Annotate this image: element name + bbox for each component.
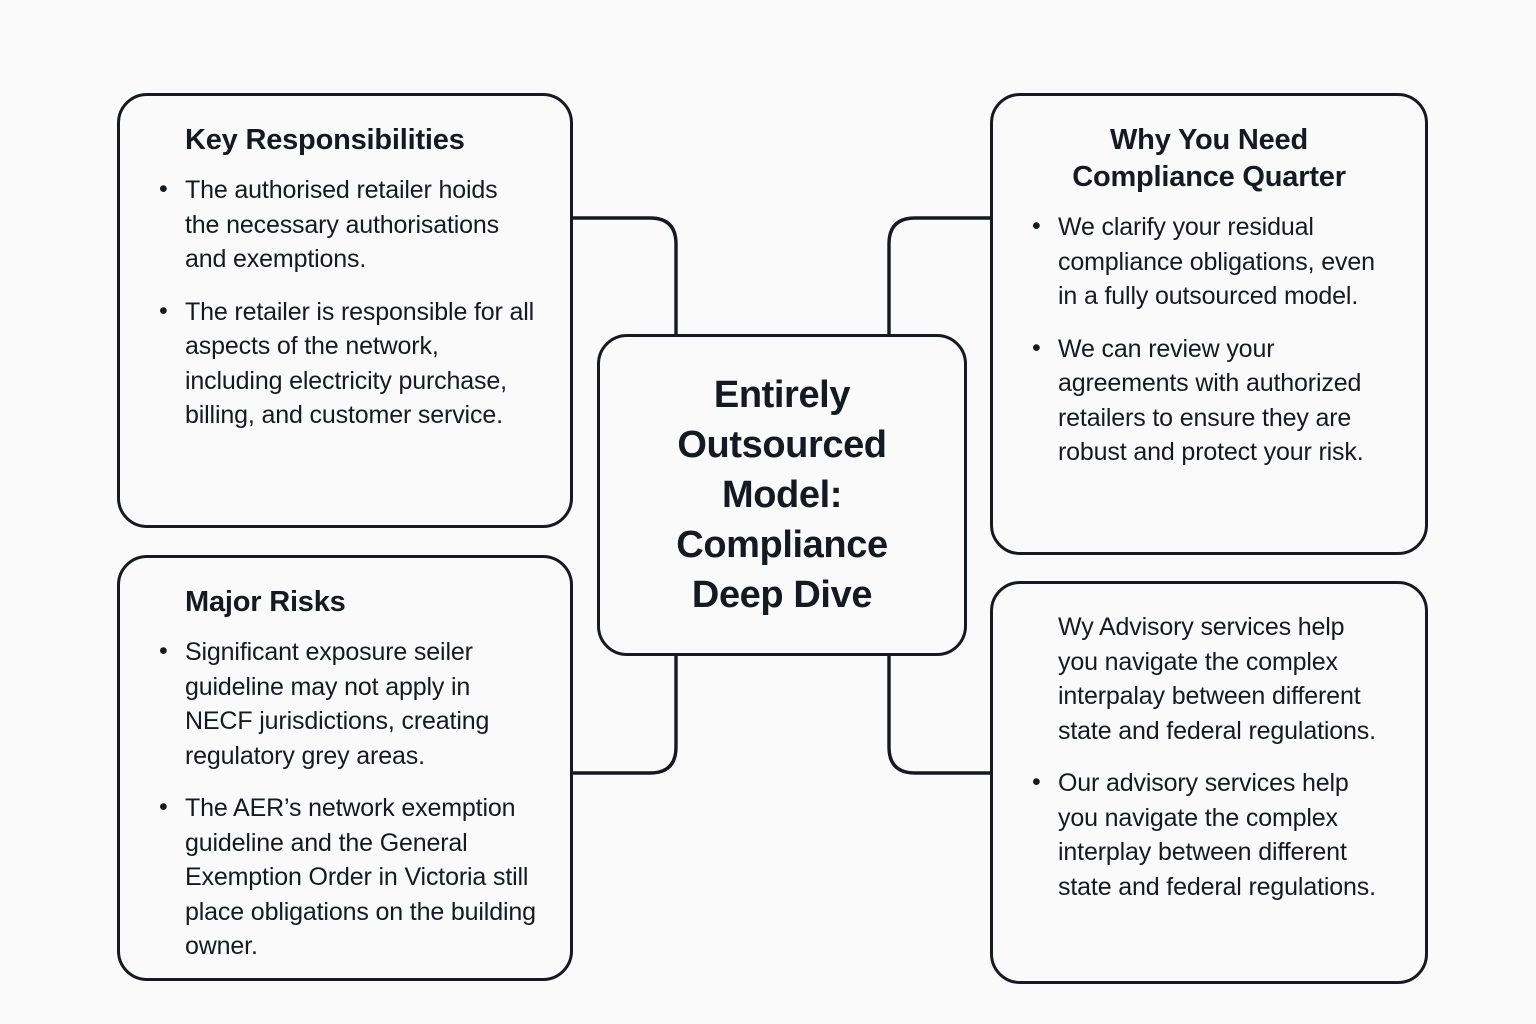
list-item: We can review your agreements with autho… — [1027, 331, 1391, 470]
list-item: The retailer is responsible for all aspe… — [154, 294, 536, 433]
list-item: The authorised retailer hoids the necess… — [154, 172, 536, 277]
card-title-major-risks: Major Risks — [185, 586, 346, 618]
bullet-list-major-risks: Significant exposure seiler guideline ma… — [154, 634, 536, 964]
center-node[interactable]: Entirely Outsourced Model: Compliance De… — [597, 334, 967, 656]
list-item: Our advisory services help you navigate … — [1027, 765, 1391, 904]
card-title-key-responsibilities: Key Responsibilities — [185, 124, 465, 156]
bullet-list-why-you-need: We clarify your residual compliance obli… — [1027, 209, 1391, 470]
center-node-title: Entirely Outsourced Model: Compliance De… — [676, 373, 888, 617]
card-title-why-you-need: Why You Need Compliance Quarter — [1072, 124, 1346, 194]
card-advisory-services[interactable]: Wy Advisory services help you navigate t… — [990, 581, 1428, 984]
card-body: Wy Advisory services help you navigate t… — [993, 584, 1425, 924]
connector-why-you-need — [887, 216, 990, 337]
card-key-responsibilities[interactable]: Key Responsibilities The authorised reta… — [117, 93, 573, 528]
card-why-you-need-compliance-quarter[interactable]: Why You Need Compliance Quarter We clari… — [990, 93, 1428, 555]
card-body: Why You Need Compliance Quarter We clari… — [993, 96, 1425, 490]
list-item: Wy Advisory services help you navigate t… — [1058, 613, 1376, 745]
connector-key-responsibilities — [573, 216, 678, 337]
connector-major-risks — [573, 654, 678, 775]
list-item: Significant exposure seiler guideline ma… — [154, 634, 536, 773]
connector-advisory — [887, 654, 990, 775]
bullet-list-key-responsibilities: The authorised retailer hoids the necess… — [154, 172, 536, 433]
list-item: We clarify your residual compliance obli… — [1027, 209, 1391, 314]
card-body: Key Responsibilities The authorised reta… — [120, 96, 570, 453]
list-item: The AER’s network exemption guideline an… — [154, 790, 536, 964]
card-body: Major Risks Significant exposure seiler … — [120, 558, 570, 984]
bullet-list-advisory: Wy Advisory services help you navigate t… — [1027, 610, 1391, 904]
card-major-risks[interactable]: Major Risks Significant exposure seiler … — [117, 555, 573, 981]
